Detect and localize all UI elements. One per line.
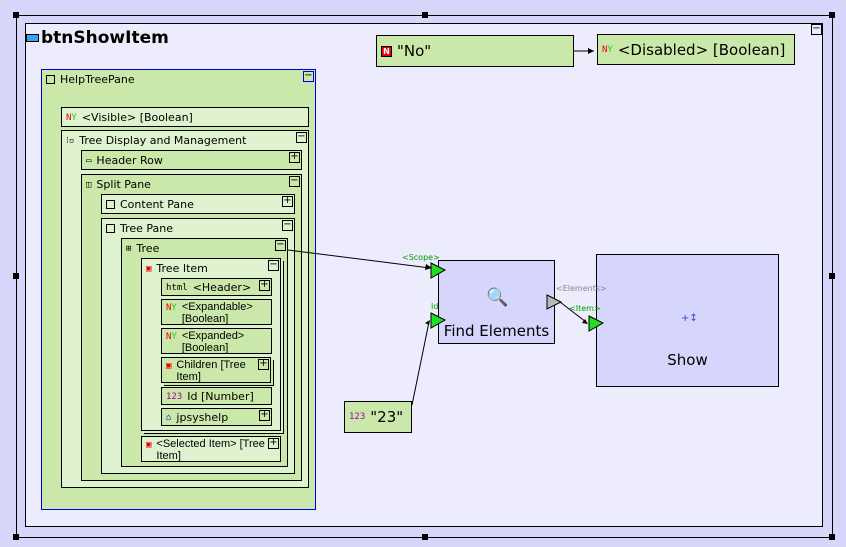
header-row[interactable]: ▭Header Row + — [81, 150, 302, 170]
header-property[interactable]: html<Header> + — [161, 278, 272, 296]
port-label-scope: <Scope> — [402, 253, 440, 262]
show-node[interactable]: +↕ Show — [596, 254, 779, 387]
pane-icon — [106, 224, 115, 233]
collapse-button[interactable]: − — [289, 175, 300, 187]
resize-handle[interactable] — [422, 12, 428, 18]
collapse-button[interactable]: − — [303, 70, 314, 82]
jpsyshelp[interactable]: ⌂jpsyshelp + — [161, 408, 272, 426]
constant-no[interactable]: N"No" — [376, 35, 574, 67]
resize-handle[interactable] — [13, 12, 19, 18]
expandable-property[interactable]: NY<Expandable> [Boolean] — [161, 299, 272, 325]
expand-button[interactable]: + — [259, 279, 270, 291]
port-label-item: <Item> — [569, 304, 601, 313]
boolean-icon: NY — [166, 332, 177, 342]
tree-item-icon: ▣ — [146, 440, 152, 450]
resize-handle[interactable] — [422, 534, 428, 540]
expand-button[interactable]: + — [282, 195, 293, 207]
find-elements-node[interactable]: 🔍 Find Elements — [438, 260, 555, 344]
children-property[interactable]: ▣Children [Tree Item] + — [161, 357, 271, 383]
number-icon: 123 — [349, 412, 366, 422]
html-icon: html — [166, 282, 188, 293]
resize-handle[interactable] — [829, 534, 835, 540]
collapse-button[interactable]: − — [296, 131, 307, 143]
pane-icon — [106, 200, 115, 209]
selected-item-property[interactable]: ▣<Selected Item> [Tree Item] + — [141, 436, 281, 462]
row-icon: ▭ — [86, 155, 92, 166]
pane-icon — [46, 75, 55, 84]
show-icon: +↕ — [681, 313, 698, 324]
tree-item-icon: ▣ — [166, 361, 172, 371]
port-label-elements: <Elements> — [556, 284, 607, 293]
tree-display-icon: ⁝▫ — [66, 135, 75, 146]
number-icon: 123 — [166, 391, 183, 402]
resize-handle[interactable] — [13, 534, 19, 540]
tree-item-icon: ▣ — [146, 263, 152, 274]
node-label: Show — [667, 351, 708, 369]
port-label-id: Id — [431, 302, 439, 311]
tree-icon: ⊞ — [126, 243, 132, 254]
resize-handle[interactable] — [829, 273, 835, 279]
collapse-button[interactable]: − — [268, 259, 279, 271]
false-icon: N — [381, 45, 392, 57]
content-pane[interactable]: Content Pane + — [101, 194, 295, 214]
expand-button[interactable]: + — [268, 437, 279, 449]
diagram-title: btnShowItem — [26, 28, 169, 48]
node-label: Find Elements — [443, 322, 550, 340]
constant-23[interactable]: 123"23" — [344, 401, 412, 433]
resize-handle[interactable] — [829, 12, 835, 18]
split-pane-icon: ◫ — [86, 179, 92, 190]
visible-property[interactable]: NY<Visible> [Boolean] — [61, 107, 309, 127]
collapse-button[interactable]: − — [275, 239, 286, 251]
boolean-icon: NY — [166, 303, 177, 313]
button-icon — [26, 34, 39, 42]
disabled-property[interactable]: NY<Disabled> [Boolean] — [597, 34, 795, 65]
boolean-icon: NY — [66, 112, 77, 123]
database-icon: ⌂ — [166, 412, 172, 423]
boolean-icon: NY — [602, 45, 613, 55]
expand-button[interactable]: + — [258, 358, 269, 370]
expanded-property[interactable]: NY<Expanded> [Boolean] — [161, 328, 272, 354]
magnifier-icon: 🔍 — [486, 287, 509, 308]
collapse-button[interactable]: − — [282, 219, 293, 231]
resize-handle[interactable] — [13, 273, 19, 279]
expand-button[interactable]: + — [259, 409, 270, 421]
collapse-button[interactable]: − — [811, 23, 822, 35]
expand-button[interactable]: + — [289, 151, 300, 163]
